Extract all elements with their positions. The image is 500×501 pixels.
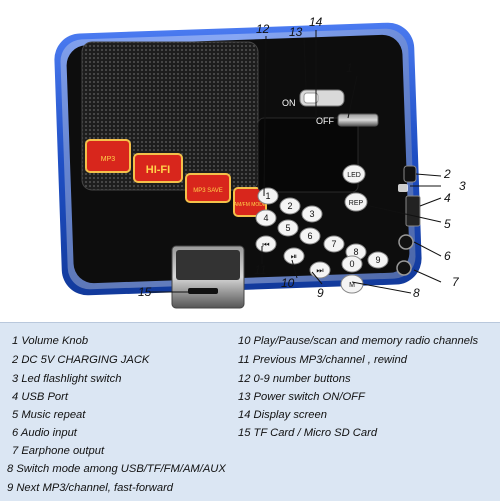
next-icon-label: ⏭ — [316, 266, 323, 275]
digit-button-7-label: 7 — [331, 239, 336, 249]
legend-item: 1 Volume Knob — [12, 335, 89, 347]
legend-item: 7 Earphone output — [12, 445, 105, 457]
mode-button-label: M — [349, 282, 355, 289]
digit-button-1[interactable]: 1 — [257, 187, 279, 205]
digit-button-5-label: 5 — [285, 223, 290, 233]
callout-4: 4 — [444, 191, 451, 205]
power-switch-on-label: ON — [282, 98, 296, 108]
legend-panel: 1 Volume Knob 2 DC 5V CHARGING JACK 3 Le… — [0, 322, 500, 501]
digit-button-2[interactable]: 2 — [279, 197, 301, 215]
led-button-label: LED — [347, 172, 361, 179]
digit-button-6[interactable]: 6 — [299, 227, 321, 245]
callout-6: 6 — [444, 249, 451, 263]
legend-item: 8 Switch mode among USB/TF/FM/AM/AUX — [7, 463, 226, 475]
callout-11: 11 — [254, 263, 266, 277]
legend-item: 15 TF Card / Micro SD Card — [238, 427, 378, 439]
legend-item: 4 USB Port — [12, 391, 68, 403]
dc-charging-jack[interactable] — [403, 165, 417, 183]
led-button[interactable]: LED — [342, 164, 366, 184]
display-screen — [257, 117, 359, 193]
previous-icon[interactable]: ⏮ — [255, 235, 277, 253]
legend-item: 13 Power switch ON/OFF — [238, 391, 365, 403]
digit-button-3-label: 3 — [309, 209, 314, 219]
legend-item: 11 Previous MP3/channel , rewind — [238, 354, 407, 366]
callout-10: 10 — [281, 276, 295, 290]
previous-icon-label: ⏮ — [262, 240, 269, 249]
legend-item: 2 DC 5V CHARGING JACK — [12, 354, 150, 366]
front-button-mp3-label: MP3 — [101, 156, 116, 163]
callout-13: 13 — [289, 25, 303, 39]
volume-knob[interactable] — [337, 113, 379, 127]
legend-item: 14 Display screen — [238, 409, 327, 421]
digit-button-9[interactable]: 9 — [367, 251, 389, 269]
callout-3: 3 — [459, 179, 466, 193]
digit-button-4[interactable]: 4 — [255, 209, 277, 227]
digit-button-3[interactable]: 3 — [301, 205, 323, 223]
product-photo: MP3 HI-FI MP3 SAVE AM/FM MODE ON OFF 123… — [54, 15, 466, 309]
rep-button-label: REP — [349, 200, 364, 207]
callout-8: 8 — [413, 286, 420, 300]
front-button-mp3[interactable]: MP3 — [85, 139, 131, 173]
tf-card-inset — [171, 245, 245, 309]
digit-button-7[interactable]: 7 — [323, 235, 345, 253]
digit-button-4-label: 4 — [263, 213, 268, 223]
front-button-mp3-save-label: MP3 SAVE — [193, 188, 223, 194]
callout-7: 7 — [452, 275, 460, 289]
side-ports — [396, 165, 421, 276]
digit-button-1-label: 1 — [265, 191, 270, 201]
front-button-mp3-save[interactable]: MP3 SAVE — [185, 173, 231, 203]
earphone-output-jack[interactable] — [396, 260, 412, 276]
led-flashlight — [398, 184, 408, 192]
legend-item: 12 0-9 number buttons — [238, 373, 351, 385]
callout-9: 9 — [317, 286, 324, 300]
keypad: 1 2 3 4 5 6 7 8 9 0 LED REP M ⏮ ⏯ ⏭ — [255, 164, 389, 294]
callout-15: 15 — [138, 285, 152, 299]
play-pause-icon-label: ⏯ — [291, 252, 297, 261]
legend-item: 3 Led flashlight switch — [12, 373, 122, 385]
digit-button-0[interactable]: 0 — [341, 255, 363, 273]
play-pause-icon[interactable]: ⏯ — [283, 247, 305, 265]
next-icon[interactable]: ⏭ — [309, 261, 331, 279]
callout-14: 14 — [309, 15, 323, 29]
rep-button[interactable]: REP — [344, 192, 368, 212]
power-switch-off-label: OFF — [316, 116, 334, 126]
callout-1: 1 — [346, 61, 353, 75]
callout-12: 12 — [256, 22, 270, 36]
mode-button[interactable]: M — [340, 274, 364, 294]
digit-button-5[interactable]: 5 — [277, 219, 299, 237]
audio-input-jack[interactable] — [398, 234, 414, 250]
front-button-hifi[interactable]: HI-FI — [133, 153, 183, 183]
callout-5: 5 — [444, 217, 451, 231]
legend-item: 9 Next MP3/channel, fast-forward — [7, 482, 174, 494]
digit-button-6-label: 6 — [307, 231, 312, 241]
digit-button-0-label: 0 — [349, 259, 354, 269]
legend-item: 6 Audio input — [12, 427, 77, 439]
tf-card-slot[interactable] — [188, 288, 218, 294]
power-switch[interactable] — [299, 89, 345, 107]
legend-item: 5 Music repeat — [12, 409, 86, 421]
callout-2: 2 — [443, 167, 451, 181]
legend-item: 10 Play/Pause/scan and memory radio chan… — [238, 335, 479, 347]
digit-button-9-label: 9 — [375, 255, 380, 265]
front-button-am-fm-mode-label: AM/FM MODE — [234, 202, 267, 208]
front-button-hifi-label: HI-FI — [146, 164, 170, 176]
usb-port[interactable] — [405, 195, 421, 227]
digit-button-8-label: 8 — [353, 247, 358, 257]
digit-button-2-label: 2 — [287, 201, 292, 211]
callout-lines — [150, 30, 442, 294]
